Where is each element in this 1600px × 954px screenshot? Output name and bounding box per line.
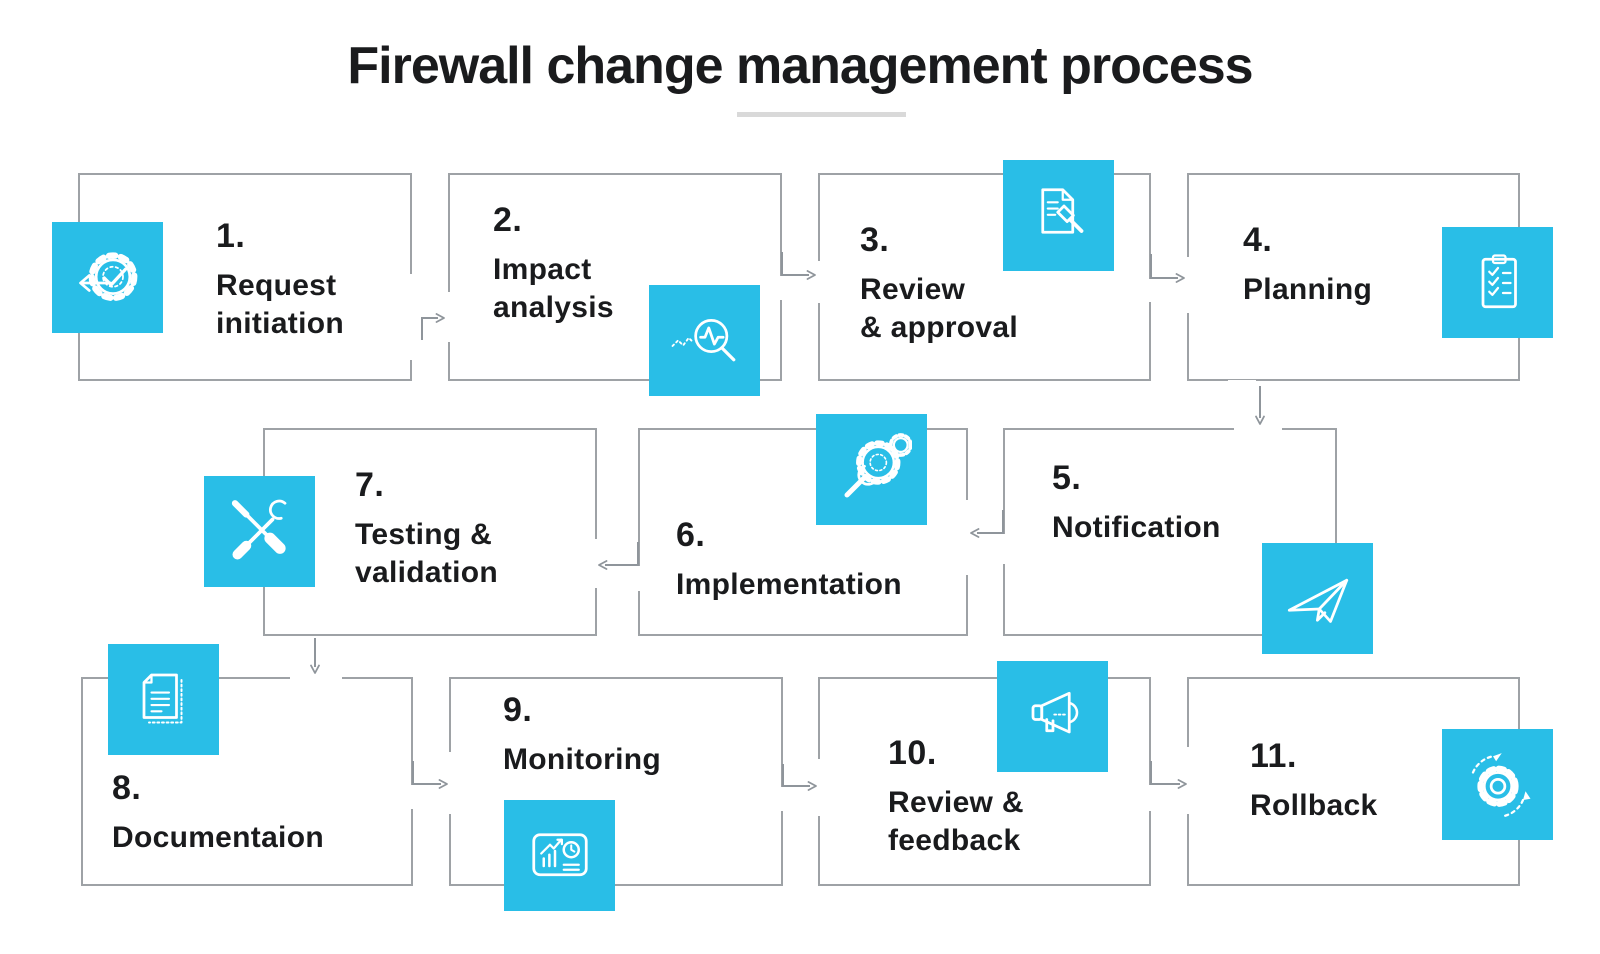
step-9-text: 9. Monitoring [503,691,661,779]
step-label: Monitoring [503,743,661,776]
step-label: Review & feedback [888,786,1024,857]
step-label: Documentaion [112,821,324,854]
documents-icon [108,644,219,755]
step-5-text: 5. Notification [1052,459,1221,547]
step-3-text: 3. Review & approval [860,221,1019,347]
document-gavel-icon [1003,160,1114,271]
step-label: Notification [1052,511,1221,544]
step-number: 9. [503,691,533,729]
gear-check-arrow-icon [52,222,163,333]
step-7-text: 7. Testing & validation [355,466,499,592]
step-4-text: 4. Planning [1243,221,1373,309]
wrench-gears-icon [816,414,927,525]
clipboard-checklist-icon [1442,227,1553,338]
step-number: 11. [1250,737,1297,775]
connector-2-3 [781,252,816,280]
step-8-text: 8. Documentaion [112,769,324,857]
megaphone-icon [997,661,1108,772]
step-2-text: 2. Impact analysis [493,201,614,327]
step-label: Impact analysis [493,253,614,324]
connector-10-11 [1150,761,1187,789]
gear-rotation-icon [1442,729,1553,840]
connector-3-4 [1150,254,1185,283]
step-label: Planning [1243,273,1373,306]
step-label: Rollback [1250,789,1378,822]
step-number: 2. [493,201,523,239]
step-number: 5. [1052,459,1082,497]
step-number: 8. [112,769,142,807]
step-number: 1. [216,217,246,255]
step-label: Testing & validation [355,518,499,589]
step-11-text: 11. Rollback [1250,737,1378,825]
step-number: 4. [1243,221,1273,259]
step-label: Request initiation [216,269,344,340]
connector-6-7 [598,542,639,570]
step-number: 3. [860,221,890,259]
step-6-text: 6. Implementation [676,516,902,604]
connector-8-9 [412,761,448,789]
pulse-magnifier-icon [649,285,760,396]
crossed-tools-icon [204,476,315,587]
step-10-text: 10. Review & feedback [888,734,1024,860]
connector-9-10 [782,764,817,791]
connector-5-6 [970,510,1004,538]
step-1-text: 1. Request initiation [216,217,344,343]
title-underline [737,112,906,117]
paper-plane-icon [1262,543,1373,654]
dashboard-clock-icon [504,800,615,911]
step-label: Review & approval [860,273,1019,344]
step-5-box [1003,428,1337,636]
step-number: 6. [676,516,706,554]
step-number: 10. [888,734,937,772]
connector-1-2 [421,313,445,340]
step-number: 7. [355,466,385,504]
step-label: Implementation [676,568,902,601]
page-title: Firewall change management process [347,37,1253,95]
